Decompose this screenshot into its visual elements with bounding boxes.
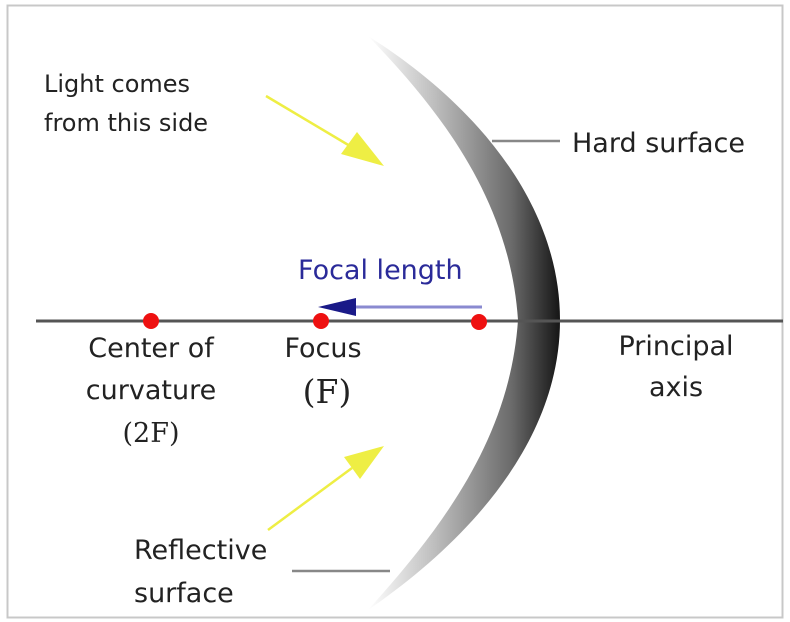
center-of-curvature-point [143,313,159,329]
mirror-vertex-point [471,314,487,330]
hard-surface-label: Hard surface [572,128,745,159]
focus-point [313,313,329,329]
light-direction-label-line1: Light comes [44,70,190,98]
focus-label-line2: (F) [303,372,352,411]
reflective-surface-label-line2: surface [134,578,234,609]
light-direction-label-line2: from this side [44,109,208,137]
focus-label-line1: Focus [284,333,361,364]
reflective-surface-label-line1: Reflective [134,535,267,566]
focal-length-label: Focal length [298,255,463,286]
center-of-curvature-label-line3: (2F) [123,418,180,449]
principal-axis-label-line2: axis [649,372,703,403]
center-of-curvature-label-line2: curvature [86,375,216,406]
principal-axis-label-line1: Principal [618,331,733,362]
center-of-curvature-label-line1: Center of [88,333,215,364]
